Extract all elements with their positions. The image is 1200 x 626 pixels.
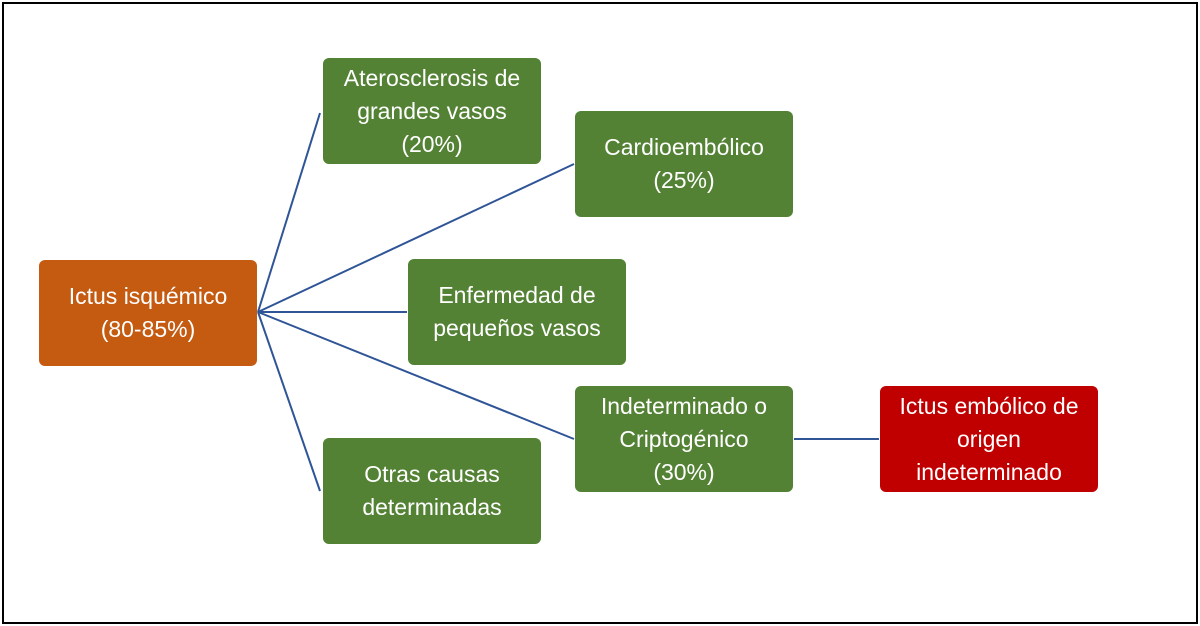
node-line: (20%)	[401, 130, 463, 157]
edge-root-indet	[257, 311, 575, 440]
node-line: Otras causas	[364, 461, 500, 487]
node-line: pequeños vasos	[433, 315, 601, 341]
node-line: determinadas	[362, 494, 502, 520]
node-otras-causas: Otras causas determinadas	[323, 438, 541, 544]
node-line: Ictus isquémico	[68, 283, 228, 309]
node-line: (25%)	[653, 167, 715, 193]
edge-root-other	[257, 311, 321, 492]
node-line: Enfermedad de	[438, 282, 596, 308]
node-cardioembolico: Cardioembólico (25%)	[575, 111, 793, 217]
node-line: Cardioembólico	[604, 134, 764, 160]
node-pequenos-vasos: Enfermedad de pequeños vasos	[408, 259, 626, 365]
node-line: Aterosclerosis de	[343, 64, 521, 91]
node-line: (80-85%)	[100, 316, 196, 342]
node-line: Criptogénico	[619, 425, 749, 452]
node-line: Indeterminado o	[600, 392, 768, 419]
node-line: indeterminado	[916, 458, 1062, 485]
node-line: origen	[957, 425, 1021, 452]
node-line: Ictus embólico de	[899, 392, 1079, 419]
node-ictus-isquemico: Ictus isquémico (80-85%)	[39, 260, 257, 366]
node-aterosclerosis: Aterosclerosis de grandes vasos (20%)	[323, 58, 541, 164]
node-ictus-embolico: Ictus embólico de origen indeterminado	[880, 386, 1098, 492]
edge-root-ath	[257, 112, 321, 313]
node-line: (30%)	[653, 458, 715, 485]
node-indeterminado: Indeterminado o Criptogénico (30%)	[575, 386, 793, 492]
node-line: grandes vasos	[357, 97, 507, 124]
edge-root-card	[257, 163, 575, 313]
